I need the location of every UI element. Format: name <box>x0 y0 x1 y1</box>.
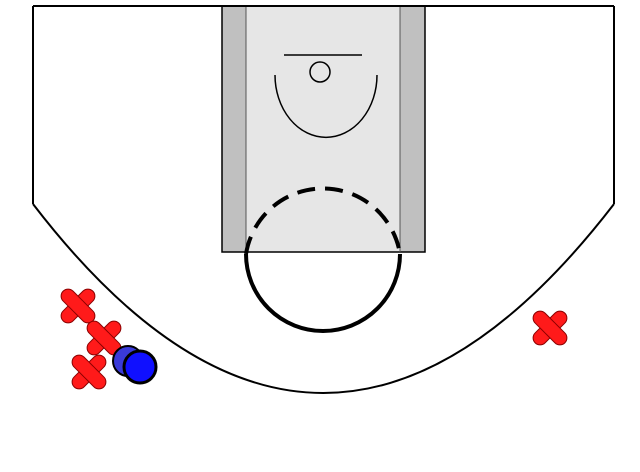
lane-block-left <box>222 6 246 252</box>
rim <box>309 61 331 83</box>
defender-3-x-icon[interactable] <box>69 352 109 392</box>
lane-block-right <box>400 6 425 252</box>
defender-4-x-icon[interactable] <box>530 308 570 348</box>
free-throw-circle-dashed <box>244 186 402 255</box>
offense-player-circle-icon[interactable] <box>112 345 158 385</box>
players-layer <box>58 286 570 392</box>
defender-1-x-icon[interactable] <box>58 286 98 326</box>
paint-area <box>246 6 400 252</box>
three-point-arc <box>32 203 615 394</box>
defender-2-x-icon[interactable] <box>84 318 124 358</box>
free-throw-circle-solid <box>244 253 402 333</box>
restricted-area-arc <box>274 74 378 139</box>
